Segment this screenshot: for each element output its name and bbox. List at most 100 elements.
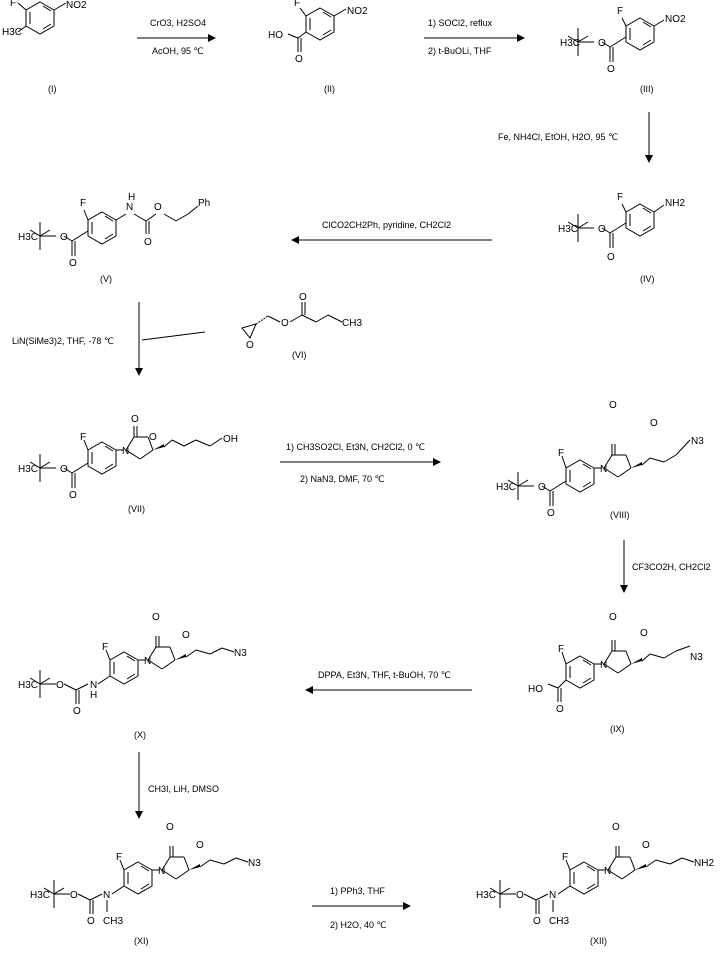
atom-N3: N3 — [234, 648, 247, 659]
atom-F: F — [562, 852, 568, 863]
compound-IV-structure: F NH2 H3C O O — [558, 192, 685, 263]
compound-VIII-structure: F N O O N3 H3C O O — [496, 400, 704, 519]
compound-label-VIII: (VIII) — [610, 510, 630, 520]
atom-O: O — [547, 508, 555, 519]
atom-F: F — [558, 644, 564, 655]
atom-F: F — [10, 0, 16, 9]
atom-O: O — [607, 64, 615, 75]
atom-O: O — [182, 630, 190, 641]
atom-NO2: NO2 — [347, 6, 368, 17]
atom-N: N — [122, 446, 129, 457]
atom-N: N — [549, 890, 556, 901]
atom-CH3: CH3 — [342, 318, 362, 329]
atom-O: O — [70, 890, 78, 901]
atom-H3C: H3C — [30, 890, 50, 901]
atom-H3C: H3C — [476, 890, 496, 901]
atom-H3C: H3C — [496, 482, 516, 493]
step-3-reagent: Fe, NH4Cl, EtOH, H2O, 95 ℃ — [498, 132, 618, 142]
compound-label-XII: (XII) — [590, 936, 607, 946]
compound-IX-structure: F N O O N3 HO O — [528, 612, 703, 715]
atom-N: N — [604, 866, 611, 877]
atom-O: O — [196, 840, 204, 851]
compound-X-structure: F N O O N3 N H O O H3C — [18, 612, 247, 717]
reagent-VI-link — [141, 331, 206, 341]
atom-O: O — [533, 916, 541, 927]
atom-O: O — [612, 822, 620, 833]
atom-O: O — [609, 400, 617, 411]
atom-F: F — [294, 0, 300, 9]
step-1-reagent-top: CrO3, H2SO4 — [150, 18, 206, 28]
atom-O: O — [69, 258, 77, 269]
atom-O: O — [166, 822, 174, 833]
atom-NO2: NO2 — [665, 14, 686, 25]
step-2-reagent-bottom: 2) t-BuOLi, THF — [428, 46, 492, 56]
atom-N: N — [126, 202, 133, 213]
atom-CH3: CH3 — [549, 916, 569, 927]
step-4-reagent: ClCO2CH2Ph, pyridine, CH2Cl2 — [322, 220, 451, 230]
compound-label-II: (II) — [324, 84, 335, 94]
atom-H3C: H3C — [560, 38, 580, 49]
atom-O: O — [609, 612, 617, 623]
compound-XI-structure: F N O O N3 N CH3 O O H3C — [30, 822, 261, 927]
compound-I-structure: F NO2 H3C — [2, 0, 87, 38]
atom-O: O — [650, 418, 658, 429]
atom-N: N — [144, 656, 151, 667]
step-1-reagent-bottom: AcOH, 95 ℃ — [152, 46, 204, 56]
atom-H3C: H3C — [18, 464, 38, 475]
atom-H3C: H3C — [18, 680, 38, 691]
atom-H: H — [90, 690, 97, 701]
atom-N3: N3 — [691, 436, 704, 447]
atom-Ph: Ph — [198, 198, 210, 209]
atom-H3C: H3C — [18, 232, 38, 243]
compound-XII-structure: F N O O NH2 N CH3 O O H3C — [476, 822, 714, 927]
atom-N: N — [600, 660, 607, 671]
atom-N3: N3 — [690, 652, 703, 663]
atom-NH2: NH2 — [694, 858, 714, 869]
atom-O: O — [598, 38, 606, 49]
step-8-reagent: DPPA, Et3N, THF, t-BuOH, 70 ℃ — [318, 670, 451, 680]
atom-HO: HO — [268, 30, 283, 41]
compound-label-III: (III) — [640, 84, 654, 94]
compound-label-I: (I) — [48, 84, 57, 94]
step-9-reagent: CH3I, LiH, DMSO — [148, 784, 219, 794]
atom-O: O — [642, 840, 650, 851]
atom-O: O — [246, 340, 254, 351]
step-7-reagent: CF3CO2H, CH2Cl2 — [632, 562, 711, 572]
atom-N: N — [90, 680, 97, 691]
atom-O: O — [56, 680, 64, 691]
atom-O: O — [144, 237, 152, 248]
atom-O: O — [538, 482, 546, 493]
atom-O: O — [516, 890, 524, 901]
atom-H: H — [128, 192, 135, 203]
atom-F: F — [116, 852, 122, 863]
atom-NH2: NH2 — [665, 198, 685, 209]
atom-O: O — [60, 232, 68, 243]
atom-F: F — [617, 6, 623, 17]
atom-F: F — [102, 642, 108, 653]
atom-O: O — [556, 704, 564, 715]
atom-O: O — [607, 252, 615, 263]
atom-CH3: CH3 — [103, 916, 123, 927]
compound-label-IV: (IV) — [640, 274, 655, 284]
step-5-reagent: LiN(SiMe3)2, THF, -78 ℃ — [12, 336, 114, 346]
atom-NO2: NO2 — [66, 0, 87, 11]
atom-N: N — [158, 866, 165, 877]
atom-N: N — [103, 890, 110, 901]
compound-label-VII: (VII) — [128, 504, 145, 514]
atom-O: O — [154, 202, 162, 213]
atom-F: F — [558, 448, 564, 459]
atom-N: N — [600, 464, 607, 475]
atom-F: F — [80, 432, 86, 443]
atom-O: O — [299, 292, 307, 303]
atom-O: O — [87, 916, 95, 927]
atom-O: O — [598, 224, 606, 235]
compound-label-X: (X) — [134, 730, 146, 740]
compound-VI-structure: O O O CH3 — [241, 292, 362, 351]
atom-O: O — [60, 464, 68, 475]
atom-O: O — [149, 432, 157, 443]
compound-II-structure: F NO2 HO O — [268, 0, 368, 65]
atom-O: O — [152, 612, 160, 623]
atom-OH: OH — [223, 434, 238, 445]
step-10-reagent-bottom: 2) H2O, 40 ℃ — [330, 920, 387, 930]
